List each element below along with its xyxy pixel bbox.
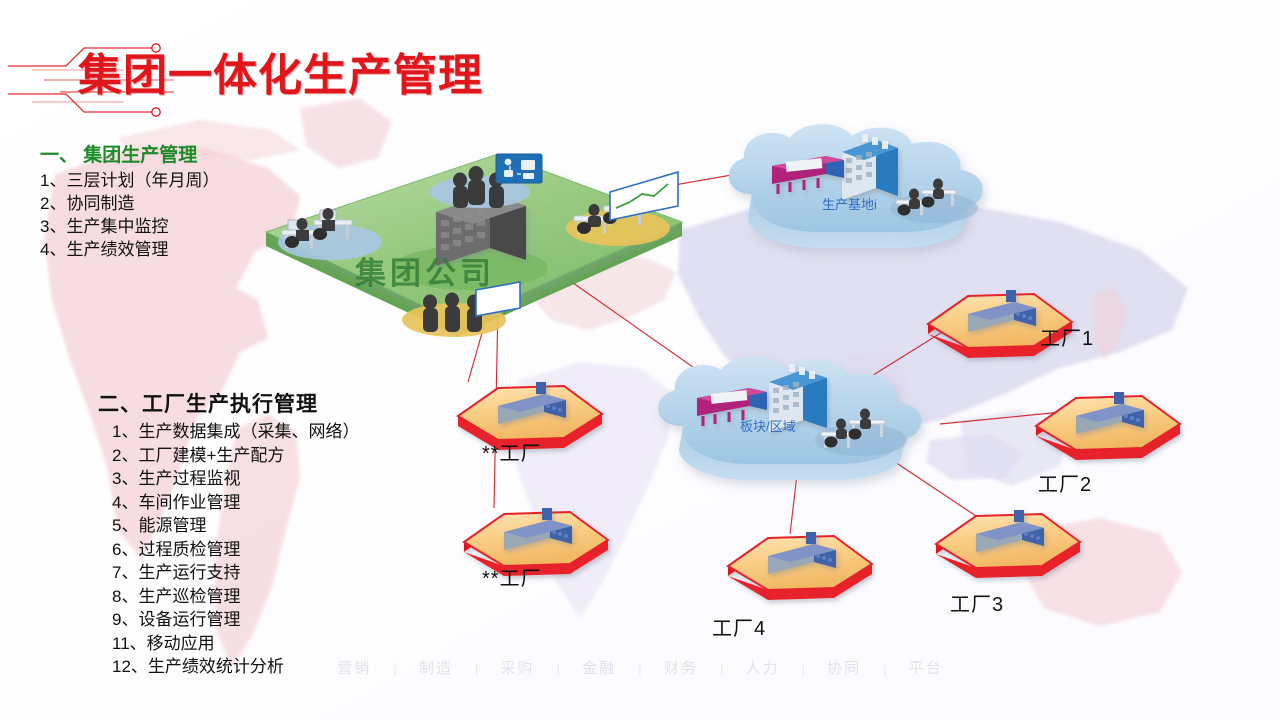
factory-pad-b-label: **工厂 [482, 568, 542, 590]
footer-separator: | [719, 659, 724, 676]
list-item: 5、能源管理 [112, 516, 207, 535]
list-item: 3、生产过程监视 [112, 469, 241, 488]
list-item: 4、车间作业管理 [112, 492, 241, 512]
title-decoration [4, 34, 184, 126]
factory-pad-1 [922, 280, 1078, 372]
footer-separator: | [801, 659, 806, 676]
section-factory-list: 1、生产数据集成（采集、网络） 2、工厂建模+生产配方 3、生产过程监视 4、车… [98, 420, 359, 679]
list-item: 3、生产集中监控 [40, 217, 169, 236]
factory-pad-4-label: 工厂4 [712, 618, 767, 640]
list-item: 8、生产巡检管理 [112, 586, 241, 606]
factory-pad-a [452, 372, 608, 464]
footer-item-finance-capital[interactable]: 金融 [582, 660, 617, 677]
footer-item-procurement[interactable]: 采购 [500, 660, 535, 677]
list-item: 6、过程质检管理 [112, 539, 241, 559]
footer-separator: | [638, 659, 642, 676]
footer-separator: | [556, 659, 561, 676]
list-item: 2、协同制造 [40, 194, 135, 213]
list-item: 1、三层计划（年月周） [40, 171, 220, 190]
section-group-list: 1、三层计划（年月周） 2、协同制造 3、生产集中监控 4、生产绩效管理 [40, 169, 219, 261]
list-item: 9、设备运行管理 [112, 610, 241, 629]
footer-item-manufacturing[interactable]: 制造 [418, 660, 453, 677]
footer-separator: | [474, 659, 479, 676]
factory-pad-3-label: 工厂3 [950, 594, 1005, 616]
section-factory-execution: 二、工厂生产执行管理 1、生产数据集成（采集、网络） 2、工厂建模+生产配方 3… [98, 388, 359, 679]
factory-pad-4 [722, 522, 878, 614]
section-group-heading: 一、 集团生产管理 [40, 145, 198, 166]
list-item: 11、移动应用 [112, 633, 215, 653]
cloud-production-base [716, 122, 1026, 262]
footer-item-accounting[interactable]: 财务 [663, 660, 698, 677]
footer-separator: | [393, 659, 397, 676]
factory-pad-b [458, 498, 614, 590]
factory-pad-1-label: 工厂1 [1040, 328, 1095, 350]
factory-pad-a-label: **工厂 [482, 443, 542, 465]
list-item: 1、生产数据集成（采集、网络） [112, 422, 360, 441]
footer-item-marketing[interactable]: 营销 [337, 660, 372, 677]
factory-pad-3 [930, 500, 1086, 592]
factory-pad-2 [1030, 382, 1186, 474]
list-item: 4、生产绩效管理 [40, 240, 169, 259]
cloud-production-base-label: 生产基地i [822, 197, 877, 212]
page-title: 集团一体化生产管理 [78, 51, 483, 100]
footer-item-platform[interactable]: 平台 [908, 660, 943, 677]
section-factory-heading: 二、工厂生产执行管理 [98, 393, 318, 416]
footer-separator: | [883, 659, 887, 676]
cloud-region [645, 352, 965, 494]
list-item: 2、工厂建模+生产配方 [112, 445, 285, 465]
group-company-label: 集团公司 [355, 256, 495, 291]
list-item: 7、生产运行支持 [112, 563, 241, 582]
group-company-platform [258, 150, 688, 340]
footer-item-collaboration[interactable]: 协同 [827, 660, 862, 677]
list-item: 12、生产绩效统计分析 [112, 657, 284, 676]
footer-nav: 营销 | 制造 | 采购 | 金融 | 财务 | 人力 | 协同 | 平台 [0, 657, 1280, 678]
footer-item-hr[interactable]: 人力 [745, 660, 780, 677]
factory-pad-2-label: 工厂2 [1038, 474, 1093, 496]
section-group-production: 一、 集团生产管理 1、三层计划（年月周） 2、协同制造 3、生产集中监控 4、… [40, 140, 219, 261]
cloud-region-label: 板块/区域 [740, 419, 796, 434]
